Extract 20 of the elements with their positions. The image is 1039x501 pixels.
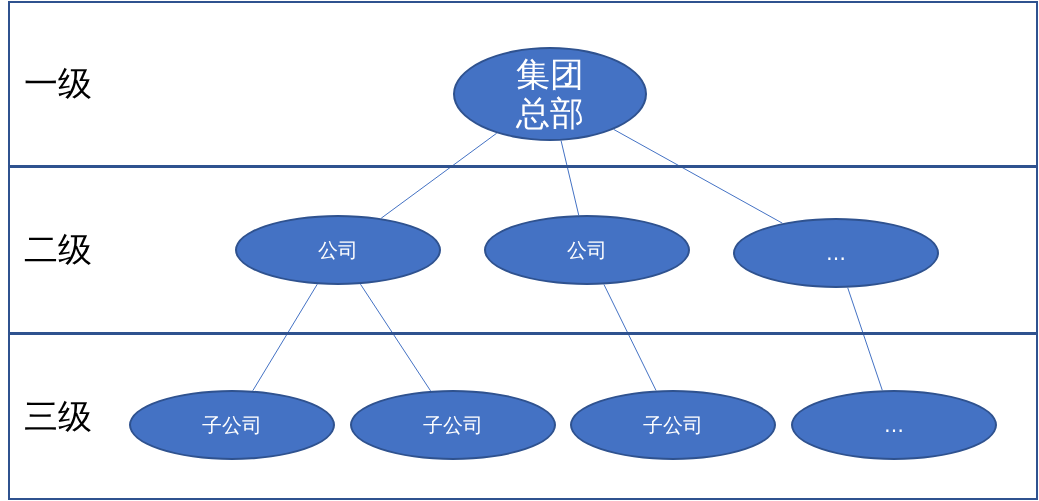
connector-line — [603, 284, 657, 391]
level-label: 二级 — [24, 232, 92, 266]
ellipse-node: 子公司 — [570, 390, 776, 460]
connector-line — [359, 283, 432, 392]
connector-line — [252, 283, 318, 392]
ellipse-node: 公司 — [235, 215, 441, 285]
level-band — [8, 166, 1038, 334]
level-label: 一级 — [24, 66, 92, 100]
ellipse-node: 子公司 — [350, 390, 556, 460]
ellipse-node: 子公司 — [129, 390, 335, 460]
ellipse-node: 公司 — [484, 215, 690, 285]
level-label: 三级 — [24, 398, 92, 433]
ellipse-node: … — [733, 218, 939, 288]
connector-line — [560, 140, 580, 216]
ellipse-node: … — [791, 390, 997, 460]
connector-line — [847, 287, 883, 391]
ellipse-node: 集团总部 — [453, 47, 647, 141]
level-band — [8, 333, 1038, 500]
level-band — [8, 1, 1038, 167]
connector-line — [613, 128, 783, 224]
